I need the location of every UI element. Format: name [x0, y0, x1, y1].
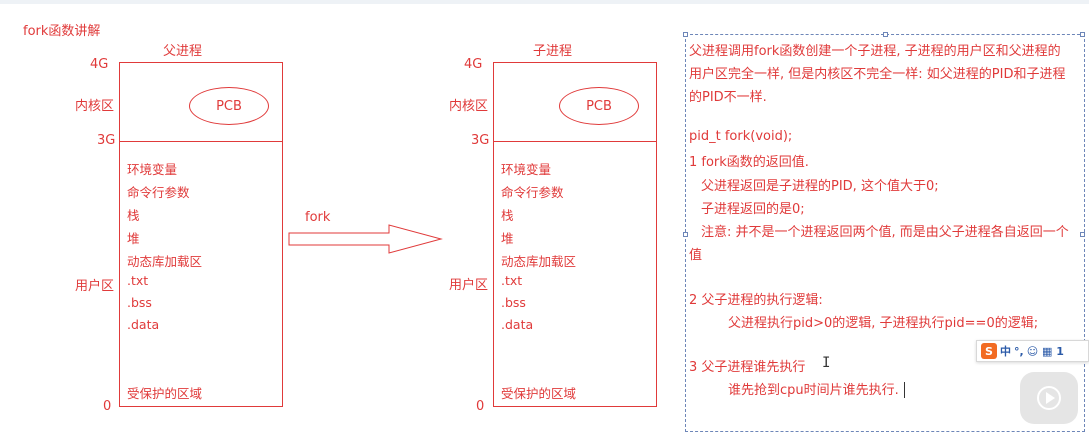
notes-line: 父进程返回是子进程的PID, 这个值大于0;	[701, 179, 939, 194]
notes-line: 3 父子进程谁先执行	[689, 360, 806, 375]
parent-segment: .bss	[127, 295, 152, 310]
parent-segment: 动态库加载区	[127, 254, 203, 269]
notes-line: 注意: 并不是一个进程返回两个值, 而是由父子进程各自返回一个	[701, 225, 1069, 240]
resize-handle[interactable]	[683, 32, 688, 37]
child-segment: 动态库加载区	[501, 254, 577, 269]
fork-arrow-icon	[288, 224, 443, 254]
resize-handle[interactable]	[883, 32, 888, 37]
play-icon	[1037, 386, 1061, 410]
child-segment: 栈	[501, 208, 514, 223]
child-4g-mark: 4G	[464, 57, 483, 72]
child-segment: .data	[501, 317, 534, 332]
notes-line: 父进程执行pid>0的逻辑, 子进程执行pid==0的逻辑;	[728, 316, 1039, 331]
child-memory-box: PCB 环境变量 命令行参数 栈 堆 动态库加载区 .txt .bss .dat…	[493, 62, 657, 407]
play-button[interactable]	[1020, 372, 1078, 424]
text-caret	[904, 382, 905, 398]
text-cursor-icon: I	[822, 355, 831, 371]
resize-handle[interactable]	[683, 232, 688, 237]
notes-line: pid_t fork(void);	[689, 129, 793, 144]
child-segment: 命令行参数	[501, 185, 564, 200]
notes-line: 1 fork函数的返回值.	[689, 155, 809, 170]
child-segment: .bss	[501, 295, 526, 310]
ime-tools-icon[interactable]: ☺ ▦ 1	[1026, 344, 1064, 358]
parent-segment: .txt	[127, 273, 149, 288]
child-kernel-divider	[494, 141, 656, 142]
fork-label: fork	[305, 210, 331, 225]
child-pcb-label: PCB	[586, 98, 612, 114]
notes-line: 值	[689, 248, 703, 263]
notes-line: 2 父子进程的执行逻辑:	[689, 293, 823, 308]
parent-memory-box: PCB 环境变量 命令行参数 栈 堆 动态库加载区 .txt .bss .dat…	[119, 62, 283, 407]
parent-segment: 环境变量	[127, 162, 178, 177]
parent-segment: .data	[127, 317, 160, 332]
ime-language-toggle[interactable]: 中	[1000, 345, 1011, 358]
child-pcb: PCB	[559, 87, 639, 125]
child-segment: 堆	[501, 231, 514, 246]
ime-toolbar[interactable]: S 中 °, ☺ ▦ 1	[976, 340, 1089, 362]
ime-logo-icon[interactable]: S	[981, 343, 997, 359]
notes-line: 用户区完全一样, 但是内核区不完全一样: 如父进程的PID和子进程	[689, 67, 1066, 82]
ime-punctuation-toggle[interactable]: °,	[1014, 344, 1024, 358]
child-user-label: 用户区	[449, 278, 489, 293]
parent-4g-mark: 4G	[90, 57, 109, 72]
child-label: 子进程	[533, 44, 573, 59]
parent-segment: 命令行参数	[127, 185, 190, 200]
parent-0-mark: 0	[103, 399, 112, 414]
parent-user-label: 用户区	[75, 279, 115, 294]
parent-protected-area: 受保护的区域	[127, 386, 203, 401]
child-0-mark: 0	[476, 399, 485, 414]
parent-pcb: PCB	[189, 87, 269, 125]
parent-kernel-divider	[120, 141, 282, 142]
page-title: fork函数讲解	[23, 24, 101, 39]
notes-textbox[interactable]: 父进程调用fork函数创建一个子进程, 子进程的用户区和父进程的 用户区完全一样…	[683, 32, 1085, 432]
notes-line: 子进程返回的是0;	[701, 202, 805, 217]
notes-line: 的PID不一样.	[689, 90, 767, 105]
notes-line: 谁先抢到cpu时间片谁先执行.	[728, 383, 899, 398]
child-segment: .txt	[501, 273, 523, 288]
child-protected-area: 受保护的区域	[501, 386, 577, 401]
parent-label: 父进程	[163, 44, 203, 59]
parent-kernel-label: 内核区	[75, 99, 115, 114]
top-bar	[0, 0, 1089, 4]
child-kernel-label: 内核区	[449, 99, 489, 114]
notes-line: 父进程调用fork函数创建一个子进程, 子进程的用户区和父进程的	[689, 44, 1061, 59]
parent-pcb-label: PCB	[216, 98, 242, 114]
resize-handle[interactable]	[1080, 32, 1085, 37]
parent-segment: 堆	[127, 231, 140, 246]
parent-3g-mark: 3G	[97, 133, 116, 148]
child-3g-mark: 3G	[471, 133, 490, 148]
resize-handle[interactable]	[1080, 232, 1085, 237]
child-segment: 环境变量	[501, 162, 552, 177]
parent-segment: 栈	[127, 208, 140, 223]
